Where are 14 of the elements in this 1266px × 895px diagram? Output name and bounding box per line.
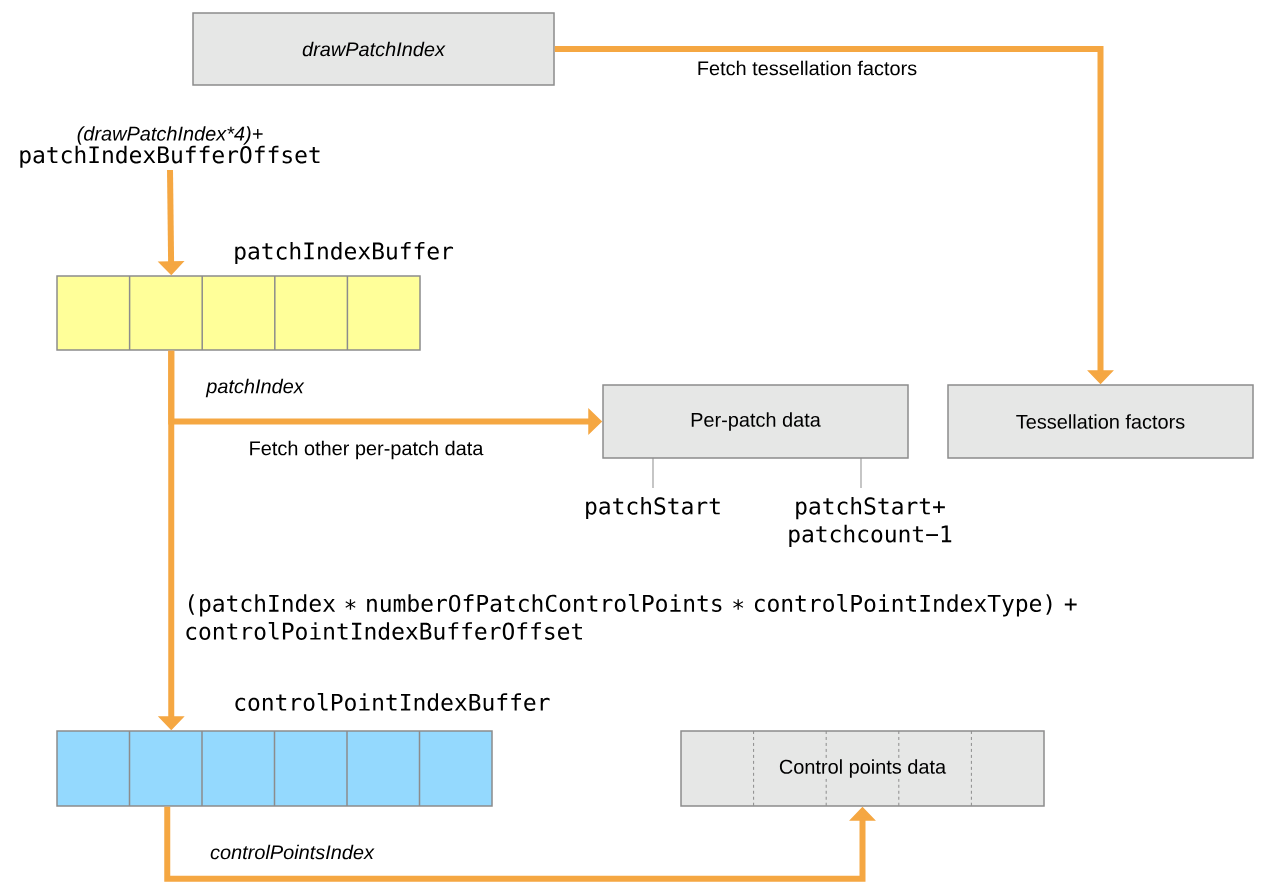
edge-label: Fetch other per-patch data — [250, 440, 484, 460]
process-box: Per-patch data — [602, 384, 909, 459]
process-box: drawPatchIndex — [192, 12, 555, 86]
buffer-label: controlPointIndexBuffer — [235, 693, 550, 711]
index-label: patchIndex — [205, 378, 305, 398]
process-box: Tessellation factors — [947, 384, 1254, 459]
buffer-label: patchIndexBuffer — [235, 241, 454, 265]
range-label: patchStart+ patchcount−1 — [789, 496, 952, 548]
edge-label: controlPointsIndex — [210, 844, 375, 860]
edge-label: (patchIndex ∗ numberOfPatchControlPoints ∗ controlPointIndexType) + controlPointIndexBufferOffset — [186, 594, 1077, 640]
formula-text: (drawPatchIndex*4)+ patchIndexBufferOffset — [20, 126, 320, 168]
edge-label: Fetch tessellation factors — [698, 60, 917, 76]
range-label: patchStart — [586, 496, 720, 520]
data-box: Control points data — [680, 730, 1045, 807]
